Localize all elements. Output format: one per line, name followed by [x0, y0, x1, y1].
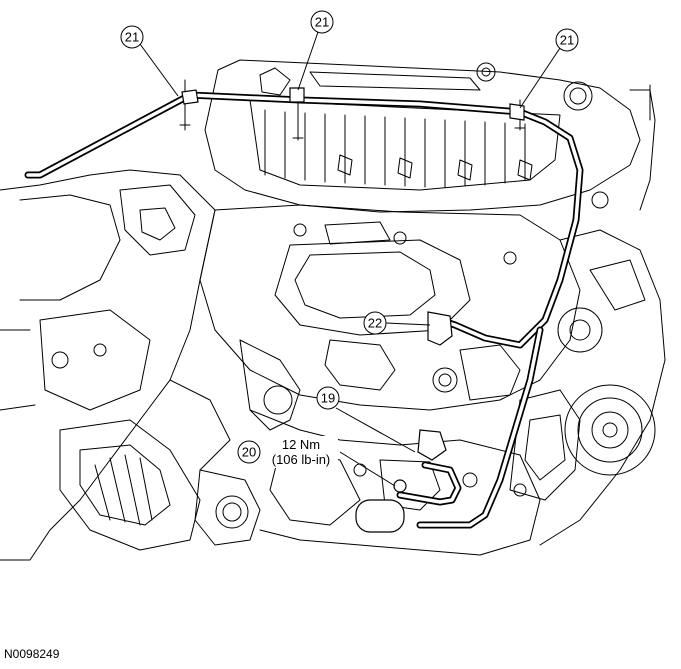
- sensor-body: [355, 499, 405, 533]
- torque-spec: 12 Nm (106 lb-in): [262, 436, 338, 468]
- wiring-harness: [24, 91, 584, 529]
- connectors: [181, 87, 525, 533]
- connector-19: [417, 429, 447, 461]
- leader-lines: [139, 31, 561, 487]
- connector-22: [427, 311, 453, 346]
- callout-20: 20: [237, 440, 261, 464]
- callout-22: 22: [363, 311, 387, 335]
- callout-19: 19: [316, 386, 340, 410]
- harness-clip-1: [181, 89, 199, 105]
- svg-text:19: 19: [321, 391, 335, 406]
- callout-21-a: 21: [120, 25, 144, 49]
- svg-text:21: 21: [125, 30, 139, 45]
- svg-text:20: 20: [242, 445, 256, 460]
- engine-line-art: [0, 59, 666, 561]
- sensor-bolt-20: [393, 479, 407, 493]
- callout-21-b: 21: [310, 10, 334, 34]
- harness-clip-3: [509, 103, 525, 121]
- svg-text:21: 21: [315, 15, 329, 30]
- torque-imperial: (106 lb-in): [272, 452, 331, 467]
- svg-text:22: 22: [368, 316, 382, 331]
- svg-text:21: 21: [560, 33, 574, 48]
- transaxle: [0, 169, 261, 561]
- valve-cover: [204, 59, 656, 213]
- harness-clip-2: [289, 87, 305, 103]
- accessory-drive: [509, 191, 666, 546]
- callout-21-c: 21: [555, 28, 579, 52]
- torque-metric: 12 Nm: [282, 437, 320, 452]
- figure-id: N0098249: [4, 647, 60, 661]
